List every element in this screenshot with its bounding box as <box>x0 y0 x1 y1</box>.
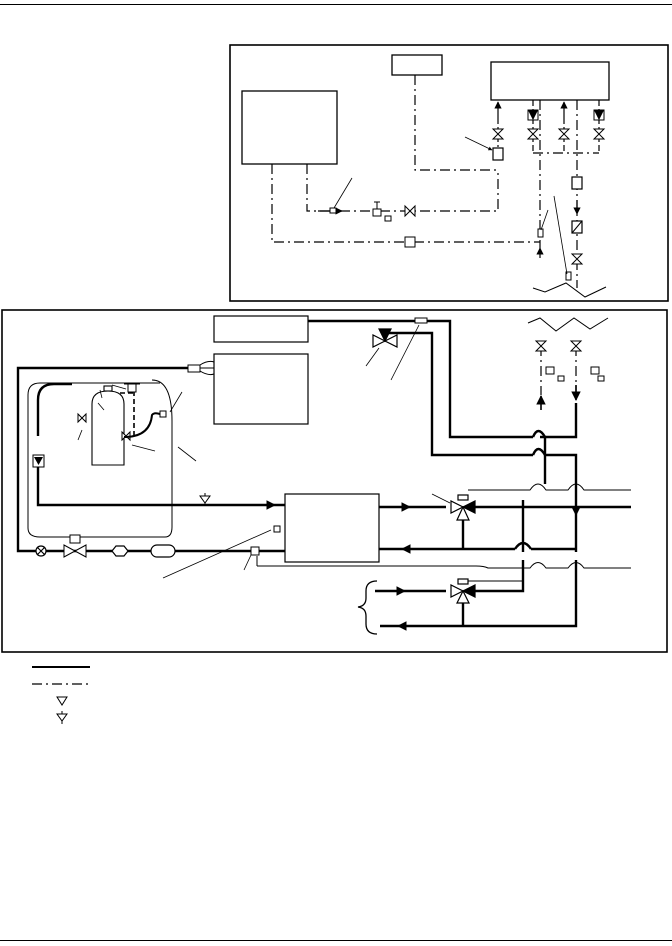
gate-valves-top <box>404 128 606 265</box>
three-way-valve-mid <box>450 494 476 521</box>
fitting-oval <box>150 544 176 558</box>
line-left-box-to-bottom <box>271 164 540 243</box>
sensor-box-2 <box>571 176 583 190</box>
gate-valve-h2 <box>404 236 416 248</box>
receiver-tank <box>91 385 125 466</box>
leader-1 <box>333 177 353 209</box>
gate-valve-v2 <box>526 128 540 140</box>
pipe-top-to-valve <box>308 319 533 439</box>
unit-box-top <box>213 315 309 343</box>
thin-loop-outer <box>27 379 173 538</box>
gate-valve-h1 <box>404 204 416 218</box>
crossover-1 <box>531 429 547 438</box>
sensor-l2 <box>557 375 565 382</box>
small-valve-1 <box>77 412 87 424</box>
sensor-low <box>250 546 260 556</box>
sensor-l3 <box>590 366 600 375</box>
three-way-valve-low <box>450 578 476 604</box>
three-way-valves <box>372 328 476 604</box>
legend-open-triangle <box>56 696 68 706</box>
control-valve-bottom <box>63 544 87 558</box>
gate-valve-v5 <box>570 253 584 265</box>
leader-3 <box>540 209 549 231</box>
legend-ground-triangle <box>56 711 68 724</box>
sensor-tank <box>159 410 167 418</box>
three-way-valve-top <box>372 328 398 348</box>
drain-symbol <box>199 493 211 505</box>
gate-valve-v3 <box>557 128 571 140</box>
top-rule <box>0 4 672 5</box>
gate-valve-v4 <box>592 128 606 140</box>
unit-box-main <box>213 353 309 425</box>
small-box-top <box>391 54 443 76</box>
upper-panel-frame <box>229 44 669 302</box>
gate-valve-l1 <box>534 340 548 352</box>
crossover-2 <box>531 447 547 456</box>
lower-panel-frame <box>1 309 668 653</box>
probe-1 <box>537 228 544 238</box>
pipe-loop-left <box>16 366 200 553</box>
check-valve-group <box>527 109 605 121</box>
sensor-mid <box>273 525 281 533</box>
gate-valve-l2 <box>569 340 583 352</box>
fitting-hex <box>111 545 129 557</box>
tank-box-left <box>241 90 338 165</box>
pipe-valve-down <box>385 331 533 457</box>
bottom-rule <box>0 940 672 941</box>
lower-panel <box>1 309 668 653</box>
leader-4 <box>553 195 568 275</box>
pipe-return-left <box>36 466 285 507</box>
sensor-l1 <box>545 366 555 375</box>
line-left-box-to-valve <box>306 164 499 212</box>
connector-block <box>187 364 201 373</box>
leader-2 <box>464 136 493 151</box>
sensor-l4 <box>597 375 605 382</box>
probe-2 <box>565 271 572 281</box>
pipe-lower-return <box>380 560 578 628</box>
pressure-relief <box>372 201 392 222</box>
pipe-break-top <box>532 282 607 298</box>
pipe-break-bottom <box>527 317 609 332</box>
line-small-box <box>414 75 498 171</box>
heat-exchanger <box>284 493 380 563</box>
gate-valve-v1 <box>491 128 505 140</box>
sensor-top <box>414 317 428 324</box>
legend <box>32 666 90 724</box>
crossover-3 <box>514 541 532 550</box>
upper-panel <box>229 44 669 302</box>
brace <box>357 580 378 635</box>
sensor-box-1 <box>492 147 504 161</box>
manifold-box <box>490 61 610 101</box>
